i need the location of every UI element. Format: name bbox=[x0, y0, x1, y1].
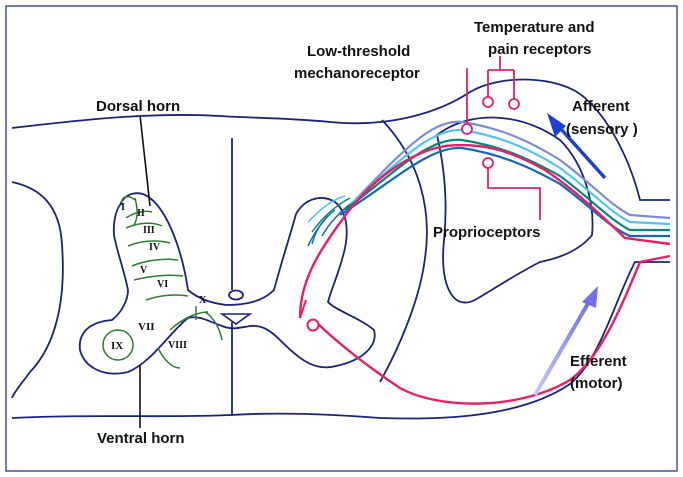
lamina-iv-label: IV bbox=[149, 242, 161, 253]
lamina-vii-label: VII bbox=[138, 321, 155, 333]
low-threshold-label-2: mechanoreceptor bbox=[294, 65, 420, 82]
temp-pain-label-2: pain receptors bbox=[488, 41, 591, 58]
low-threshold-label-1: Low-threshold bbox=[307, 43, 410, 60]
efferent-label-2: (motor) bbox=[570, 375, 623, 392]
lamina-v-label: V bbox=[140, 265, 148, 276]
central-canal bbox=[229, 291, 243, 300]
dorsal-root-branches bbox=[308, 196, 355, 246]
efferent-label-1: Efferent bbox=[570, 353, 627, 370]
ventral-commissure-mark bbox=[222, 314, 250, 324]
lamina-vi-label: VI bbox=[157, 279, 168, 290]
lamina-i-label: I bbox=[121, 202, 125, 213]
lamina-viii-label: VIII bbox=[168, 340, 187, 351]
proprioceptors-label: Proprioceptors bbox=[433, 224, 541, 241]
afferent-label-1: Afferent bbox=[572, 98, 630, 115]
afferent-label-2: (sensory ) bbox=[566, 121, 638, 138]
temp-pain-label-1: Temperature and bbox=[474, 19, 595, 36]
grey-matter-outline bbox=[80, 193, 375, 373]
afferent-fibers bbox=[340, 122, 670, 236]
lamina-ii-label: II bbox=[137, 208, 145, 219]
dorsal-horn-label: Dorsal horn bbox=[96, 98, 180, 115]
lamina-ix-label: IX bbox=[111, 340, 123, 352]
motor-neuron-soma bbox=[308, 320, 319, 331]
lamina-iii-label: III bbox=[143, 225, 155, 236]
lamina-x-label: X bbox=[199, 295, 207, 306]
dorsal-horn-pointer bbox=[140, 115, 150, 206]
ventral-horn-label: Ventral horn bbox=[97, 430, 185, 447]
